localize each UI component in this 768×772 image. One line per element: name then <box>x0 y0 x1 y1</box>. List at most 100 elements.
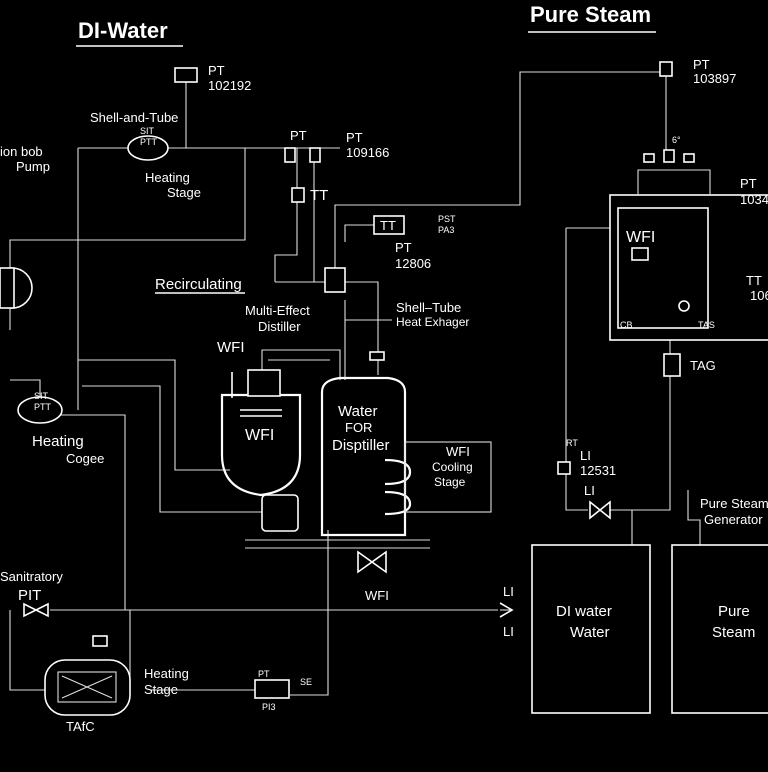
pipe-shell-tube <box>345 281 379 375</box>
hx-left-tag2: PTT <box>34 402 52 412</box>
pipe-to-distiller <box>78 359 230 471</box>
steam-small-label: 6° <box>672 135 681 145</box>
labels: DI-Water Pure Steam PT 102192 Shell-and-… <box>0 2 768 734</box>
multi-effect-distiller[interactable] <box>220 393 302 497</box>
pit-valve[interactable] <box>23 602 49 618</box>
li-lower-label: LI <box>584 483 595 498</box>
distiller-top-nozzle <box>247 369 281 397</box>
piping <box>9 31 738 696</box>
vessel-nozzle-2 <box>663 149 675 163</box>
pt-109166-num: 109166 <box>346 145 389 160</box>
heating-left-label: Heating <box>32 433 84 450</box>
tt-mid-label: TT <box>310 187 328 204</box>
hx-top-tag2: PTT <box>140 137 158 147</box>
di-water-tank-box[interactable] <box>531 544 651 714</box>
pipe-right-loop <box>565 228 588 511</box>
vessel-nozzle-3 <box>683 153 695 163</box>
wfi-valve[interactable] <box>357 550 387 574</box>
pst-tag: PST <box>438 214 456 224</box>
li-arrow <box>499 602 514 618</box>
tt-right-num: 106 <box>750 288 768 303</box>
tafc-label: TAfC <box>66 719 95 734</box>
psg-label-1: Pure Steam <box>700 496 768 511</box>
pt-bottom-tag: PT <box>258 669 270 679</box>
tt-instrument-box[interactable] <box>373 215 405 235</box>
cooling-coil-top <box>384 458 412 486</box>
li-12531-tag: LI <box>580 448 591 463</box>
distiller-pump[interactable] <box>261 494 299 532</box>
wfi-left-label: WFI <box>217 339 245 356</box>
wfi-cooling-3: Stage <box>434 475 466 489</box>
tt-element[interactable] <box>291 187 305 203</box>
pit-label: PIT <box>18 587 41 604</box>
tag-label: TAG <box>690 358 716 373</box>
recirculating-label: Recirculating <box>155 276 242 293</box>
heating-stage-top-2: Stage <box>167 185 201 200</box>
pipe-wfi-down <box>290 530 329 696</box>
pure-steam-box-label-1: Pure <box>718 603 750 620</box>
pt-bottom-instrument[interactable] <box>254 679 290 699</box>
sanitary-label: Sanitratory <box>0 569 63 584</box>
pt-valve-left[interactable] <box>284 147 296 163</box>
water-for-1: Water <box>338 403 377 420</box>
title-pure-steam: Pure Steam <box>530 2 651 27</box>
pump-label: Pump <box>16 159 50 174</box>
di-water-box-label-2: Water <box>570 624 609 641</box>
water-for-2: FOR <box>345 420 372 435</box>
heating-stage-top-1: Heating <box>145 170 190 185</box>
pt-109166-tag: PT <box>346 130 363 145</box>
li-12531-valve[interactable] <box>557 461 571 475</box>
heating-stage-bot-2: Stage <box>144 682 178 697</box>
hx-left-tag1: SIT <box>34 391 49 401</box>
ion-bob-label: ion bob <box>0 144 43 159</box>
pipe-hx-left-out <box>60 414 126 610</box>
wfi-right-label: WFI <box>626 229 655 246</box>
pt-mid-tag: PT <box>290 128 307 143</box>
pipe-wfi-left <box>9 610 45 691</box>
pt-102192-tag: PT <box>208 63 225 78</box>
tt-right-tag: TT <box>746 273 762 288</box>
pt-103897-tag: PT <box>693 57 710 72</box>
shell-tube-label-2: Heat Exhager <box>396 315 469 329</box>
tank-top-nozzle <box>92 635 108 647</box>
vessel-top-cap <box>637 169 711 195</box>
distiller-label: Distiller <box>258 319 301 334</box>
pt-103897-num: 103897 <box>693 71 736 86</box>
shell-and-tube-label: Shell-and-Tube <box>90 110 178 125</box>
wfi-cooling-stage-box[interactable] <box>404 441 492 513</box>
pt-valve-right[interactable] <box>309 147 321 163</box>
li-lower-valve[interactable] <box>589 500 611 520</box>
column-top-nozzle <box>369 351 385 361</box>
pipe-to-ps-box <box>687 490 701 545</box>
heating-hx-left[interactable] <box>17 396 63 424</box>
pipe-pt-tt <box>274 148 298 282</box>
vessel-drain <box>678 300 690 312</box>
pipe-distiller-link <box>261 349 341 380</box>
vessel-nozzle-1 <box>643 153 655 163</box>
shell-and-tube-hx-top[interactable] <box>127 135 169 161</box>
pi3-bottom-tag: PI3 <box>262 702 276 712</box>
water-for-distiller-column[interactable] <box>320 376 407 537</box>
vessel-level-sensor <box>631 247 649 261</box>
heating-tank-inner <box>57 671 117 703</box>
pt-12806-num: 12806 <box>395 256 431 271</box>
pure-steam-generator-box[interactable] <box>671 544 768 714</box>
pt-103897-instrument[interactable] <box>659 61 673 77</box>
rt-small-label: RT <box>566 438 578 448</box>
recirc-valve[interactable] <box>324 267 346 293</box>
heating-tank-x2 <box>61 675 113 699</box>
tas-tag: TAS <box>698 320 715 330</box>
di-water-box-label-1: DI water <box>556 603 612 620</box>
wfi-cooling-2: Cooling <box>432 460 473 474</box>
cogee-left-label: Cogee <box>66 451 104 466</box>
equipment <box>0 61 768 716</box>
pure-steam-box-label-2: Steam <box>712 624 755 641</box>
pt-right-num: 1034 <box>740 192 768 207</box>
pt-102192-instrument[interactable] <box>174 67 198 83</box>
pt-12806-tag: PT <box>395 240 412 255</box>
wfi-line-label: WFI <box>365 588 389 603</box>
left-pump-body <box>0 267 15 309</box>
tag-instrument[interactable] <box>663 353 681 377</box>
